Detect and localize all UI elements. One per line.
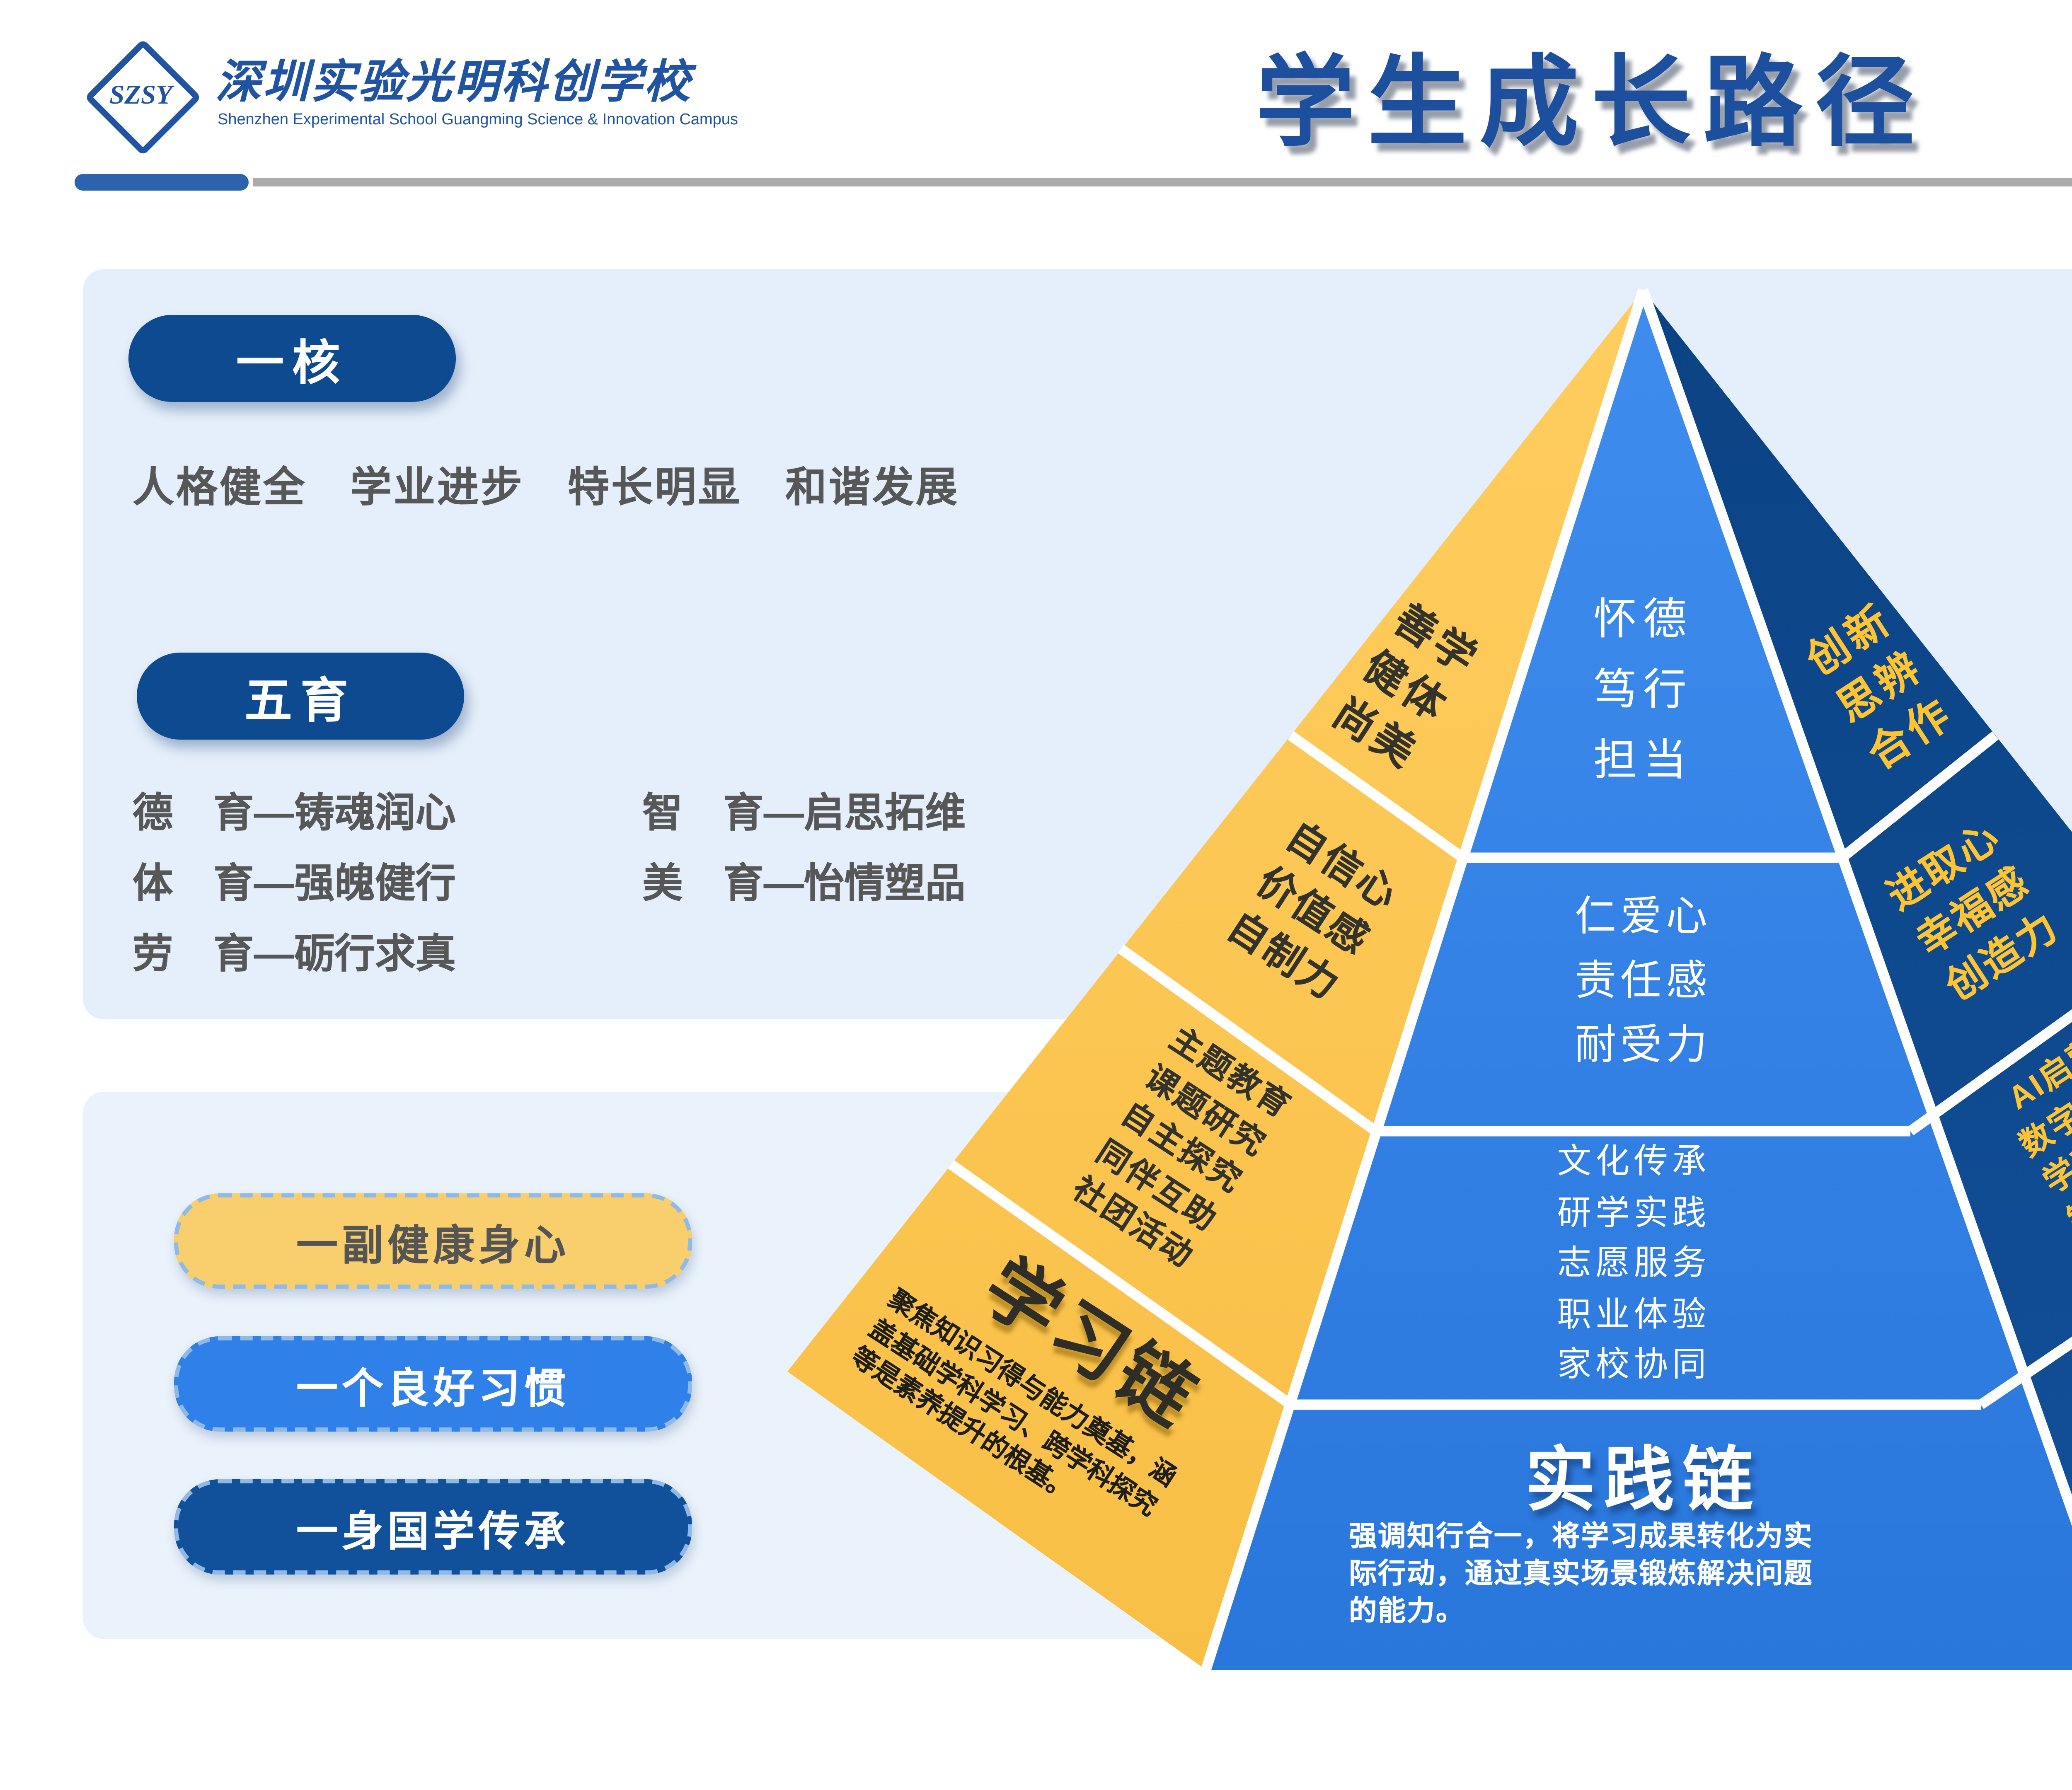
header-rule-blue: [75, 174, 249, 191]
school-name-cn: 深圳实验光明科创学校: [215, 56, 692, 110]
text-line: 责任感: [1575, 959, 1711, 1005]
text-line: 笃行: [1593, 667, 1693, 715]
text-line: 家校协同: [1557, 1347, 1711, 1384]
text-line: 职业体验: [1557, 1296, 1711, 1333]
text-line: 担当: [1593, 738, 1693, 785]
page-title: 学生成长路径: [1255, 50, 1927, 160]
center-face-tier3-text: 文化传承 研学实践 志愿服务 职业体验 家校协同: [1484, 1137, 1784, 1391]
text-line: 美 育—怡情塑品: [642, 862, 966, 907]
text-line: 耐受力: [1575, 1023, 1711, 1069]
five-edu-column-2: 智 育—启思拓维 美 育—怡情塑品: [642, 779, 966, 920]
text-line: 研学实践: [1557, 1194, 1711, 1232]
center-face-tier1-text: 怀德 笃行 担当: [1515, 586, 1772, 798]
school-logo: SZSY: [83, 37, 202, 156]
header-rule-gray: [253, 178, 2072, 186]
goal-pill-chinese-culture: 一身国学传承: [174, 1479, 692, 1575]
center-face-tier2-text: 仁爱心 责任感 耐受力: [1515, 887, 1772, 1079]
practice-chain-title: 实践链: [1525, 1442, 1761, 1521]
badge-five-educations: 五育: [137, 653, 464, 740]
text-line: 劳 育—砺行求真: [133, 932, 456, 978]
one-core-text: 人格健全 学业进步 特长明显 和谐发展: [133, 466, 959, 512]
text-line: 智 育—启思拓维: [642, 791, 966, 837]
pyramid-center-face: [1206, 290, 2072, 1670]
goal-pill-healthy-body: 一副健康身心: [174, 1193, 692, 1289]
text-line: 怀德: [1593, 597, 1693, 644]
pyramid-divider-lines: [948, 288, 2072, 1671]
school-logo-initials: SZSY: [109, 79, 172, 110]
pyramid-left-face: [787, 290, 1643, 1670]
text-line: 文化传承: [1557, 1144, 1711, 1181]
practice-chain-description: 强调知行合一，将学习成果转化为实际行动，通过真实场景锻炼解决问题的能力。: [1349, 1521, 1813, 1626]
five-edu-column-1: 德 育—铸魂润心 体 育—强魄健行 劳 育—砺行求真: [133, 779, 456, 990]
text-line: 仁爱心: [1575, 895, 1711, 941]
badge-one-core: 一核: [128, 315, 456, 402]
text-line: 体 育—强魄健行: [133, 862, 456, 907]
goal-pill-good-habit: 一个良好习惯: [174, 1336, 692, 1432]
text-line: 德 育—铸魂润心: [133, 791, 456, 837]
school-name-en: Shenzhen Experimental School Guangming S…: [218, 110, 738, 128]
text-line: 志愿服务: [1557, 1245, 1711, 1282]
